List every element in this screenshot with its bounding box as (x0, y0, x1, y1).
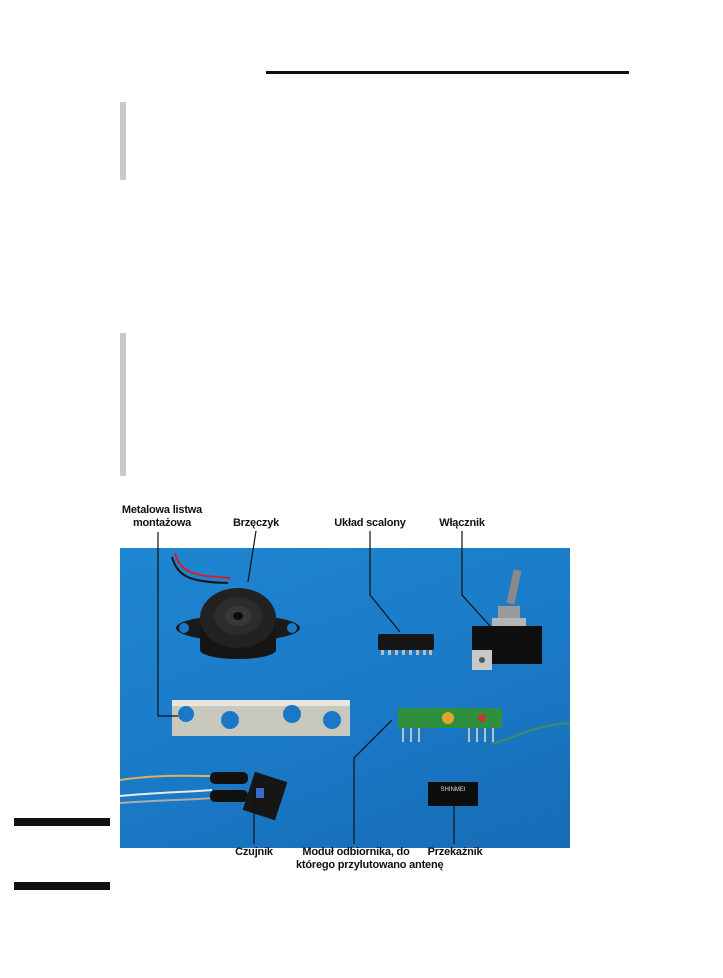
label-mounting-strip-line2: montażowa (132, 517, 192, 529)
switch-image (472, 569, 542, 670)
label-switch: Włącznik (439, 517, 485, 529)
photo-drawing: SHINMEI (119, 552, 571, 821)
label-ic: Układ scalony (334, 517, 406, 529)
components-figure: Metalowa listwa montażowa Brzęczyk Układ… (119, 500, 572, 900)
buzzer-image (176, 588, 300, 659)
mounting-strip-image (172, 700, 350, 736)
header-rule (266, 71, 629, 74)
relay-marking: SHINMEI (440, 787, 465, 793)
receiver-module-image (398, 708, 571, 745)
label-buzzer: Brzęczyk (232, 517, 280, 529)
sidebar-marker-top (120, 102, 126, 180)
label-relay: Przekaźnik (427, 846, 483, 858)
margin-rule-upper (14, 818, 110, 826)
label-mounting-strip: Metalowa listwa montażowa (120, 504, 204, 530)
label-receiver-line1: Moduł odbiornika, do (302, 846, 410, 858)
leader-lines (157, 530, 491, 844)
ic-chip-image (378, 634, 434, 655)
label-mounting-strip-line1: Metalowa listwa (121, 504, 203, 516)
label-receiver-line2: którego przylutowano antenę (296, 859, 444, 871)
label-sensor: Czujnik (235, 846, 273, 858)
components-photo: SHINMEI (119, 548, 571, 848)
relay-image: SHINMEI (428, 782, 478, 806)
margin-rule-lower (14, 882, 110, 890)
label-receiver: Moduł odbiornika, do którego przylutowan… (296, 846, 444, 872)
sidebar-marker-bottom (120, 333, 126, 476)
